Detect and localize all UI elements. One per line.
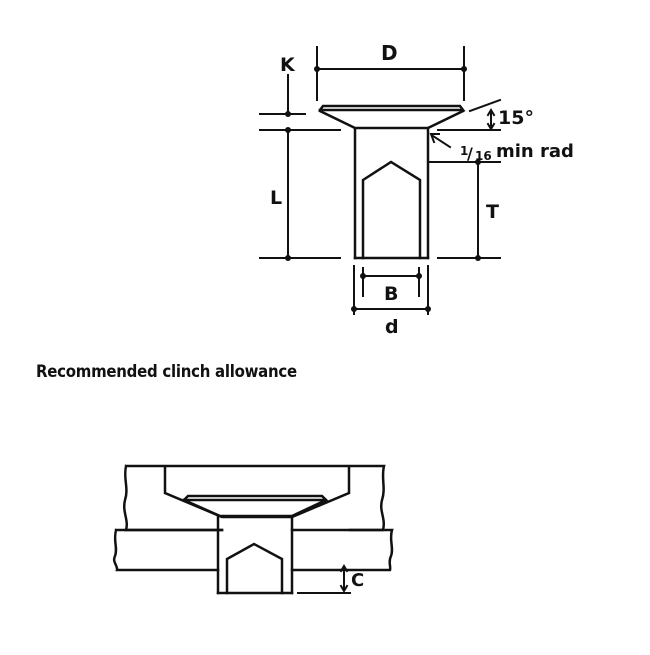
label-small-d: d xyxy=(385,316,399,338)
dimension-d-head xyxy=(316,46,465,101)
label-l: L xyxy=(270,187,282,209)
rivet-bore xyxy=(361,160,422,260)
label-radius-num: 1 xyxy=(460,144,468,158)
label-t: T xyxy=(486,201,499,223)
label-radius-slash: / xyxy=(467,144,473,163)
rivet-shank xyxy=(353,127,430,260)
label-radius-text: min rad xyxy=(496,141,574,162)
rivet-head xyxy=(318,104,466,130)
dimension-b xyxy=(362,267,420,297)
caption-clinch-allowance: Recommended clinch allowance xyxy=(36,362,297,382)
label-c: C xyxy=(351,570,364,591)
label-radius-den: 16 xyxy=(475,149,492,163)
angle-15 xyxy=(437,98,502,131)
label-b: B xyxy=(384,283,398,305)
dimension-k xyxy=(259,74,341,131)
label-d: D xyxy=(381,41,398,65)
clinch-assembly xyxy=(112,464,394,595)
dimension-t xyxy=(429,161,501,259)
label-angle: 15° xyxy=(498,107,534,129)
dimension-l xyxy=(259,129,341,259)
label-k: K xyxy=(280,54,296,76)
radius-leader xyxy=(429,133,452,149)
